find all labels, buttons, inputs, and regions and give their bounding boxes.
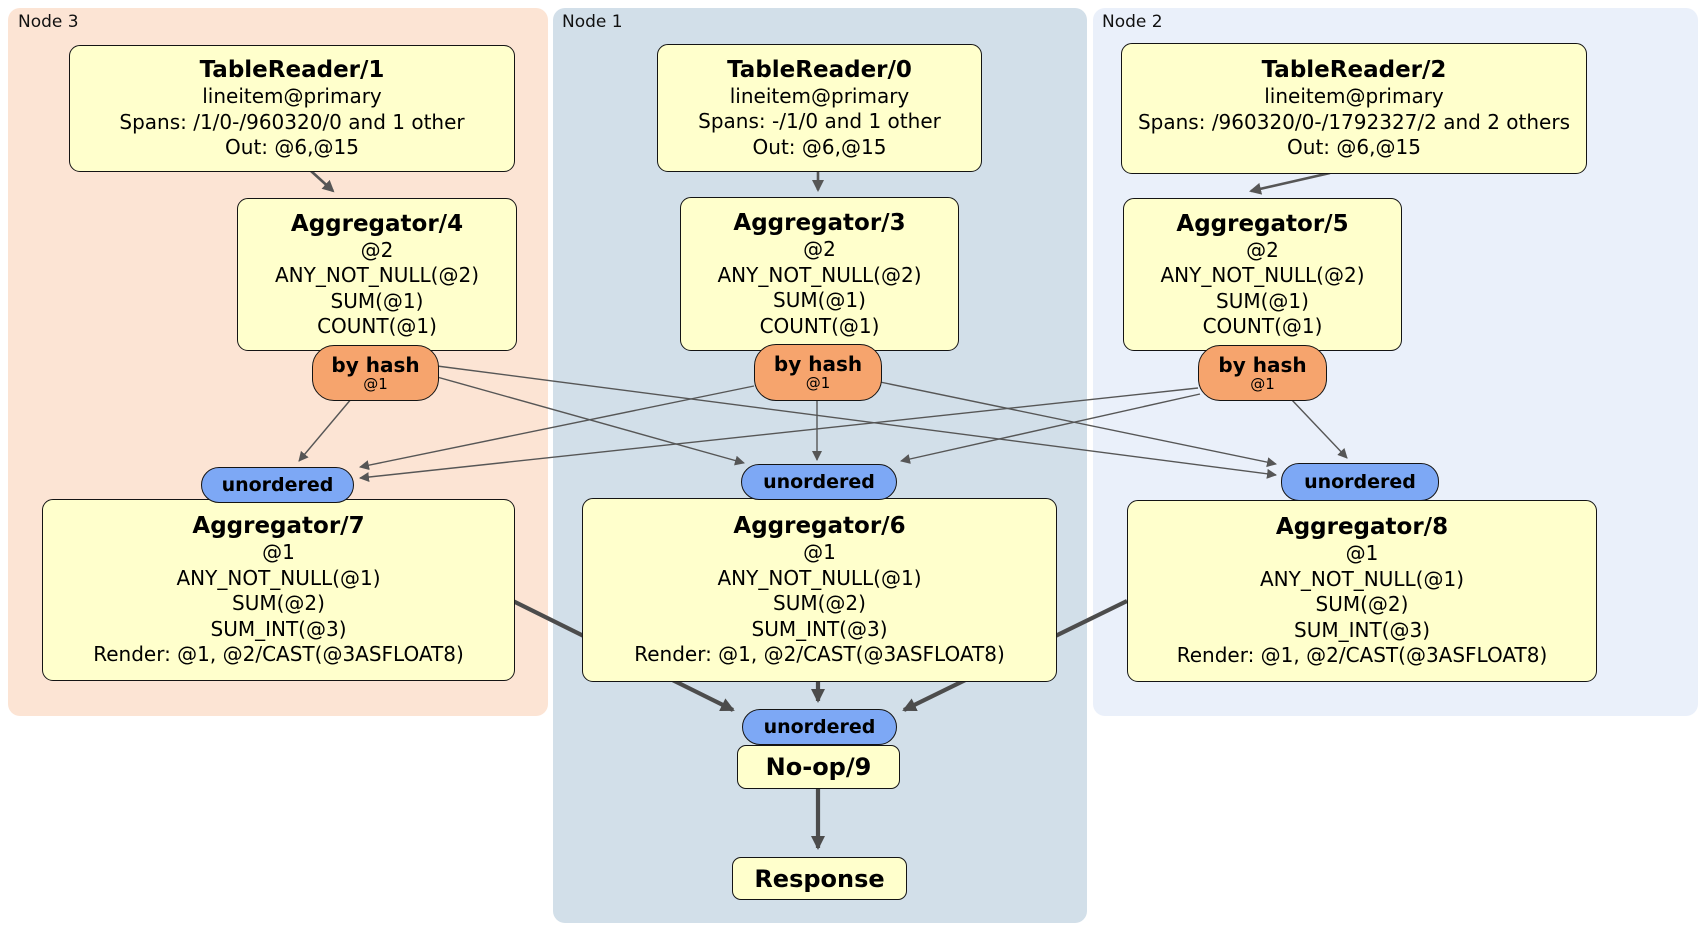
node3-region-label: Node 3 xyxy=(18,12,79,32)
aggregator-6-title: Aggregator/6 xyxy=(733,513,906,540)
aggregator-5-line: COUNT(@1) xyxy=(1202,314,1323,338)
aggregator-6-line: ANY_NOT_NULL(@1) xyxy=(717,565,922,590)
aggregator-8-line: @1 xyxy=(1345,541,1379,566)
aggregator-7-title: Aggregator/7 xyxy=(192,513,365,540)
aggregator-8-line: Render: @1, @2/CAST(@3ASFLOAT8) xyxy=(1176,643,1548,668)
tablereader-2-line: Out: @6,@15 xyxy=(1287,135,1421,160)
node1-hash-router-label: by hash xyxy=(773,352,863,377)
node2-region-label: Node 2 xyxy=(1102,12,1163,32)
node3-hash-router-key: @1 xyxy=(363,374,388,393)
tablereader-2-line: Spans: /960320/0-/1792327/2 and 2 others xyxy=(1137,109,1570,134)
tablereader-2-title: TableReader/2 xyxy=(1261,57,1447,84)
node1-hash-router-key: @1 xyxy=(805,374,831,393)
tablereader-1-title: TableReader/1 xyxy=(199,57,385,84)
aggregator-8-line: SUM_INT(@3) xyxy=(1294,617,1430,642)
aggregator-4-line: COUNT(@1) xyxy=(317,314,437,338)
aggregator-6-box: Aggregator/6 @1 ANY_NOT_NULL(@1) SUM(@2)… xyxy=(582,498,1057,682)
aggregator-3-line: COUNT(@1) xyxy=(759,313,880,338)
aggregator-3-line: @2 xyxy=(803,237,836,261)
node1-hash-router: by hash @1 xyxy=(754,344,882,401)
aggregator-6-line: @1 xyxy=(803,540,836,565)
aggregator-7-line: ANY_NOT_NULL(@1) xyxy=(176,565,381,590)
aggregator-4-box: Aggregator/4 @2 ANY_NOT_NULL(@2) SUM(@1)… xyxy=(237,198,517,351)
node2-unordered-sync: unordered xyxy=(1281,463,1439,501)
aggregator-5-line: ANY_NOT_NULL(@2) xyxy=(1160,263,1365,287)
aggregator-8-line: ANY_NOT_NULL(@1) xyxy=(1260,566,1464,591)
aggregator-3-title: Aggregator/3 xyxy=(733,210,906,236)
tablereader-0-title: TableReader/0 xyxy=(727,56,912,83)
aggregator-7-line: SUM_INT(@3) xyxy=(210,616,347,641)
node1-unordered-sync: unordered xyxy=(741,464,897,500)
aggregator-5-line: @2 xyxy=(1246,237,1279,262)
tablereader-1-line: lineitem@primary xyxy=(202,84,382,109)
aggregator-6-line: Render: @1, @2/CAST(@3ASFLOAT8) xyxy=(634,642,1005,667)
node3-unordered-sync: unordered xyxy=(201,467,354,503)
aggregator-5-box: Aggregator/5 @2 ANY_NOT_NULL(@2) SUM(@1)… xyxy=(1123,198,1402,351)
tablereader-1-line: Out: @6,@15 xyxy=(225,135,359,160)
aggregator-5-title: Aggregator/5 xyxy=(1176,210,1349,237)
node3-hash-router: by hash @1 xyxy=(312,345,439,401)
aggregator-4-line: ANY_NOT_NULL(@2) xyxy=(275,263,479,287)
aggregator-3-line: SUM(@1) xyxy=(773,288,866,312)
aggregator-4-title: Aggregator/4 xyxy=(290,210,464,237)
aggregator-8-box: Aggregator/8 @1 ANY_NOT_NULL(@1) SUM(@2)… xyxy=(1127,500,1597,682)
node2-hash-router: by hash @1 xyxy=(1198,345,1327,401)
aggregator-5-line: SUM(@1) xyxy=(1216,288,1309,313)
aggregator-7-line: SUM(@2) xyxy=(232,591,325,616)
aggregator-7-box: Aggregator/7 @1 ANY_NOT_NULL(@1) SUM(@2)… xyxy=(42,499,515,681)
tablereader-0-line: Out: @6,@15 xyxy=(752,134,887,159)
node1-region-label: Node 1 xyxy=(562,12,623,32)
aggregator-3-line: ANY_NOT_NULL(@2) xyxy=(717,262,922,287)
aggregator-7-line: @1 xyxy=(262,540,295,565)
aggregator-8-title: Aggregator/8 xyxy=(1275,514,1449,541)
node2-hash-router-key: @1 xyxy=(1250,374,1275,393)
aggregator-7-line: Render: @1, @2/CAST(@3ASFLOAT8) xyxy=(93,642,464,667)
aggregator-4-line: @2 xyxy=(360,237,394,262)
noop-box: No-op/9 xyxy=(737,745,900,789)
tablereader-0-line: Spans: -/1/0 and 1 other xyxy=(698,109,941,134)
node2-hash-router-label: by hash xyxy=(1218,352,1307,377)
aggregator-6-line: SUM(@2) xyxy=(773,591,866,616)
aggregator-6-line: SUM_INT(@3) xyxy=(751,616,888,641)
tablereader-0-line: lineitem@primary xyxy=(729,83,910,108)
tablereader-0-box: TableReader/0 lineitem@primary Spans: -/… xyxy=(657,44,982,172)
response-box: Response xyxy=(732,857,907,900)
node3-hash-router-label: by hash xyxy=(331,352,420,377)
aggregator-3-box: Aggregator/3 @2 ANY_NOT_NULL(@2) SUM(@1)… xyxy=(680,197,959,351)
tablereader-1-line: Spans: /1/0-/960320/0 and 1 other xyxy=(119,109,465,134)
tablereader-2-line: lineitem@primary xyxy=(1264,84,1444,109)
aggregator-4-line: SUM(@1) xyxy=(330,288,424,313)
final-unordered-sync: unordered xyxy=(742,709,897,745)
tablereader-1-box: TableReader/1 lineitem@primary Spans: /1… xyxy=(69,45,515,172)
aggregator-8-line: SUM(@2) xyxy=(1315,592,1409,617)
tablereader-2-box: TableReader/2 lineitem@primary Spans: /9… xyxy=(1121,43,1587,174)
